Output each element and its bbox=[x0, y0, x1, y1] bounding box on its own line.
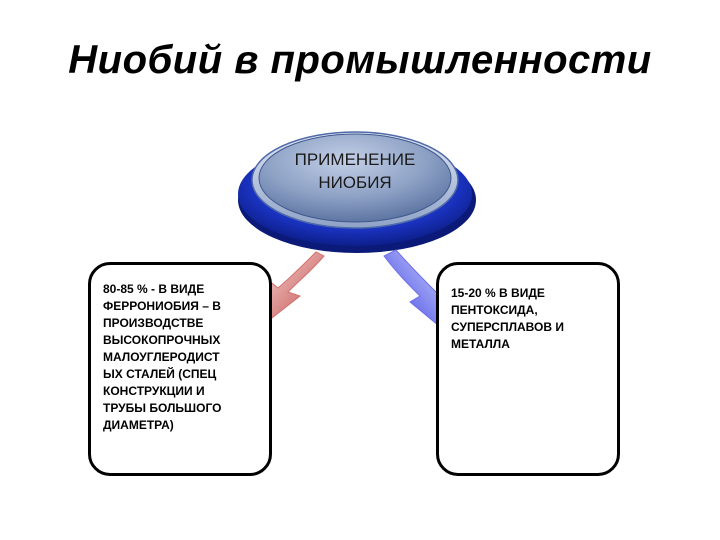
left-box-text: 80-85 % - В ВИДЕ ФЕРРОНИОБИЯ – В ПРОИЗВО… bbox=[103, 282, 222, 432]
left-info-box: 80-85 % - В ВИДЕ ФЕРРОНИОБИЯ – В ПРОИЗВО… bbox=[88, 262, 272, 476]
slide-title: Ниобий в промышленности bbox=[68, 38, 652, 82]
right-info-box: 15-20 % В ВИДЕ ПЕНТОКСИДА, СУПЕРСПЛАВОВ … bbox=[436, 262, 620, 476]
ellipse-inner bbox=[258, 133, 452, 223]
central-ellipse bbox=[238, 131, 476, 253]
right-box-text: 15-20 % В ВИДЕ ПЕНТОКСИДА, СУПЕРСПЛАВОВ … bbox=[451, 286, 565, 351]
center-label: ПРИМЕНЕНИЕ НИОБИЯ bbox=[294, 150, 416, 192]
